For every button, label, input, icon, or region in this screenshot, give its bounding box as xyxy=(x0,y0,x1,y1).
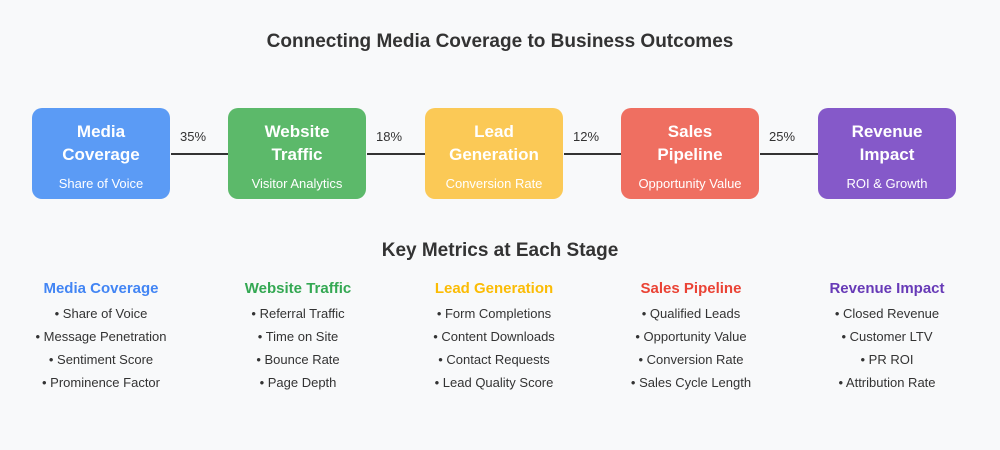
conversion-rate-1: 35% xyxy=(179,129,207,144)
metric-item: • Referral Traffic xyxy=(251,306,345,321)
metric-item: • Sales Cycle Length xyxy=(630,375,752,390)
metric-item: • Qualified Leads xyxy=(641,306,741,321)
column-title: Revenue Impact xyxy=(829,280,945,297)
metrics-column-lead-generation: Lead Generation • Form Completions • Con… xyxy=(404,280,584,394)
metric-item: • Message Penetration xyxy=(35,329,167,344)
stage-metric: ROI & Growth xyxy=(846,176,928,191)
metrics-column-revenue-impact: Revenue Impact • Closed Revenue • Custom… xyxy=(797,280,977,394)
metric-item: • Opportunity Value xyxy=(635,329,747,344)
metric-item: • Lead Quality Score xyxy=(434,375,554,390)
metric-item: • Contact Requests xyxy=(438,352,550,367)
metric-item: • Attribution Rate xyxy=(838,375,936,390)
metric-item: • Bounce Rate xyxy=(256,352,340,367)
metric-item: • PR ROI xyxy=(860,352,914,367)
metric-item: • Time on Site xyxy=(257,329,339,344)
metrics-column-media-coverage: Media Coverage • Share of Voice • Messag… xyxy=(11,280,191,394)
metric-item: • Sentiment Score xyxy=(48,352,154,367)
metric-item: • Content Downloads xyxy=(433,329,555,344)
conversion-rate-2: 18% xyxy=(375,129,403,144)
metrics-column-sales-pipeline: Sales Pipeline • Qualified Leads • Oppor… xyxy=(601,280,781,394)
column-title: Sales Pipeline xyxy=(640,280,742,297)
metric-item: • Prominence Factor xyxy=(42,375,160,390)
stage-metric: Opportunity Value xyxy=(638,176,742,191)
metric-item: • Closed Revenue xyxy=(834,306,940,321)
column-title: Lead Generation xyxy=(434,280,554,297)
conversion-rate-3: 12% xyxy=(572,129,600,144)
stage-metric: Share of Voice xyxy=(58,176,144,191)
metric-item: • Share of Voice xyxy=(54,306,148,321)
metrics-column-website-traffic: Website Traffic • Referral Traffic • Tim… xyxy=(208,280,388,394)
conversion-rate-4: 25% xyxy=(768,129,796,144)
metrics-heading: Key Metrics at Each Stage xyxy=(381,240,619,261)
column-title: Media Coverage xyxy=(43,280,159,297)
column-title: Website Traffic xyxy=(244,280,352,297)
diagram-title: Connecting Media Coverage to Business Ou… xyxy=(266,31,734,52)
stage-metric: Visitor Analytics xyxy=(251,176,343,191)
stage-metric: Conversion Rate xyxy=(445,176,543,191)
metric-item: • Form Completions xyxy=(436,306,552,321)
metric-item: • Conversion Rate xyxy=(638,352,744,367)
metric-item: • Page Depth xyxy=(259,375,337,390)
metric-item: • Customer LTV xyxy=(841,329,933,344)
